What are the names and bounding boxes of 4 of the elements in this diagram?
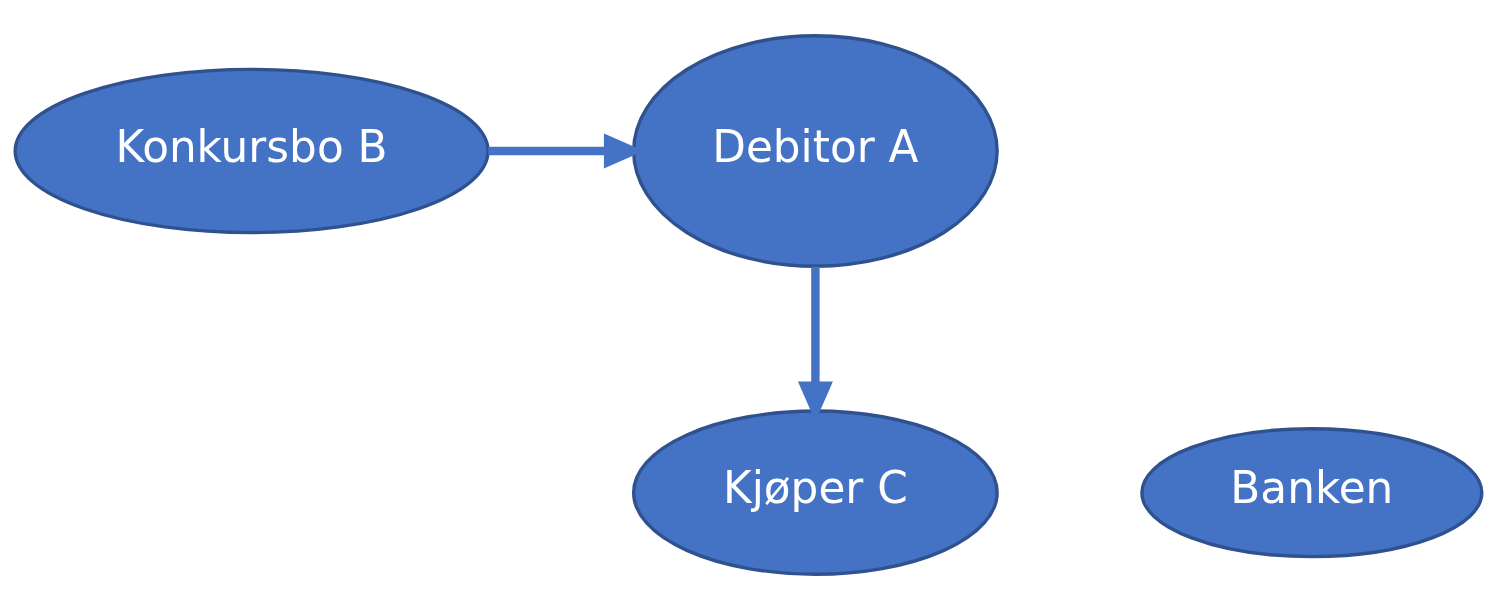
node-ellipse: Banken [1140, 427, 1484, 559]
node-ellipse: Kjøper C [631, 409, 999, 576]
node-ellipse: Debitor A [631, 34, 999, 268]
node-ellipse: Konkursbo B [13, 67, 490, 235]
